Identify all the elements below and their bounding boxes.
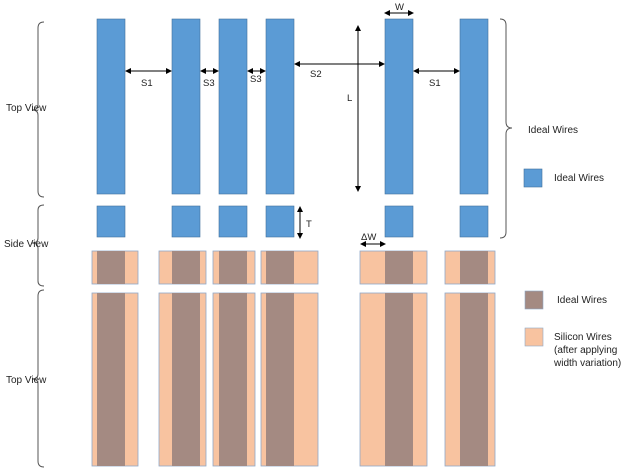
legend-label-orange-1: Silicon Wires xyxy=(554,332,612,343)
label-delta-w: ΔW xyxy=(361,232,376,243)
label-top-view-lower: Top View xyxy=(6,375,47,386)
legend-label-blue: Ideal Wires xyxy=(554,173,604,184)
ideal-wire-top-5 xyxy=(384,18,414,195)
ideal-core-top-5 xyxy=(385,293,413,466)
ideal-wire-top-3 xyxy=(218,18,248,195)
ideal-core-side-1 xyxy=(97,251,125,284)
legend-label-brown: Ideal Wires xyxy=(557,295,607,306)
label-w: W xyxy=(395,2,404,13)
ideal-core-side-5 xyxy=(385,251,413,284)
label-s1-left: S1 xyxy=(141,78,153,89)
ideal-core-side-4 xyxy=(266,251,294,284)
side-view-ideal-wires xyxy=(96,205,489,238)
label-s3-right: S3 xyxy=(250,74,262,85)
label-ideal-wires-brace: Ideal Wires xyxy=(528,125,578,136)
label-l: L xyxy=(347,93,352,104)
label-s3-left: S3 xyxy=(203,78,215,89)
ideal-core-top-6 xyxy=(460,293,488,466)
legend-swatch-brown xyxy=(524,290,544,310)
ideal-wire-top-2 xyxy=(171,18,201,195)
ideal-wire-side-3 xyxy=(218,205,248,238)
label-s1-right: S1 xyxy=(429,78,441,89)
legend-label-orange-3: width variation) xyxy=(553,358,621,369)
label-top-view-upper: Top View xyxy=(6,103,47,114)
brace-side-view xyxy=(31,204,45,287)
label-side-view: Side View xyxy=(4,239,49,250)
label-t: T xyxy=(306,219,312,230)
ideal-wire-top-1 xyxy=(96,18,126,195)
legend-swatch-orange xyxy=(524,327,544,347)
ideal-core-side-2 xyxy=(172,251,200,284)
ideal-wire-side-4 xyxy=(265,205,295,238)
brace-top-view-lower xyxy=(31,289,45,468)
ideal-core-side-6 xyxy=(460,251,488,284)
ideal-wire-top-4 xyxy=(265,18,295,195)
ideal-core-top-4 xyxy=(266,293,294,466)
ideal-wire-side-5 xyxy=(384,205,414,238)
ideal-core-top-3 xyxy=(219,293,247,466)
label-s2: S2 xyxy=(310,69,322,80)
ideal-wire-side-1 xyxy=(96,205,126,238)
ideal-wire-side-2 xyxy=(171,205,201,238)
ideal-core-side-3 xyxy=(219,251,247,284)
side-view-silicon-wires xyxy=(91,250,496,285)
brace-ideal-wires xyxy=(499,18,513,239)
legend-swatch-blue xyxy=(523,168,543,188)
brace-top-view-upper xyxy=(31,21,45,198)
ideal-core-top-1 xyxy=(97,293,125,466)
ideal-wire-top-6 xyxy=(459,18,489,195)
top-view-ideal-wires xyxy=(96,18,489,195)
top-view-silicon-wires xyxy=(91,292,496,467)
ideal-wire-side-6 xyxy=(459,205,489,238)
ideal-core-top-2 xyxy=(172,293,200,466)
legend-label-orange-2: (after applying xyxy=(554,345,617,356)
